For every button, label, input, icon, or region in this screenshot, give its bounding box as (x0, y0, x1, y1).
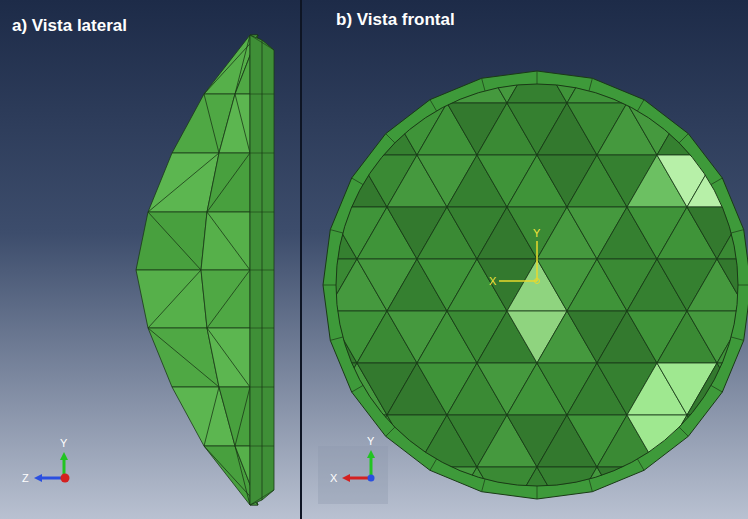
axis-label: Y (60, 438, 67, 449)
panel-divider (300, 0, 302, 519)
axis-triads (34, 241, 540, 504)
axis-label: Z (22, 473, 29, 484)
side-view-part (136, 35, 274, 505)
front-view-part (147, 0, 748, 519)
axis-label: Y (533, 228, 540, 239)
view-heading: a) Vista lateral (12, 17, 127, 34)
view-heading: b) Vista frontal (336, 11, 455, 28)
axis-label: X (489, 276, 496, 287)
axis-label: X (330, 473, 337, 484)
axis-label: Y (367, 436, 374, 447)
